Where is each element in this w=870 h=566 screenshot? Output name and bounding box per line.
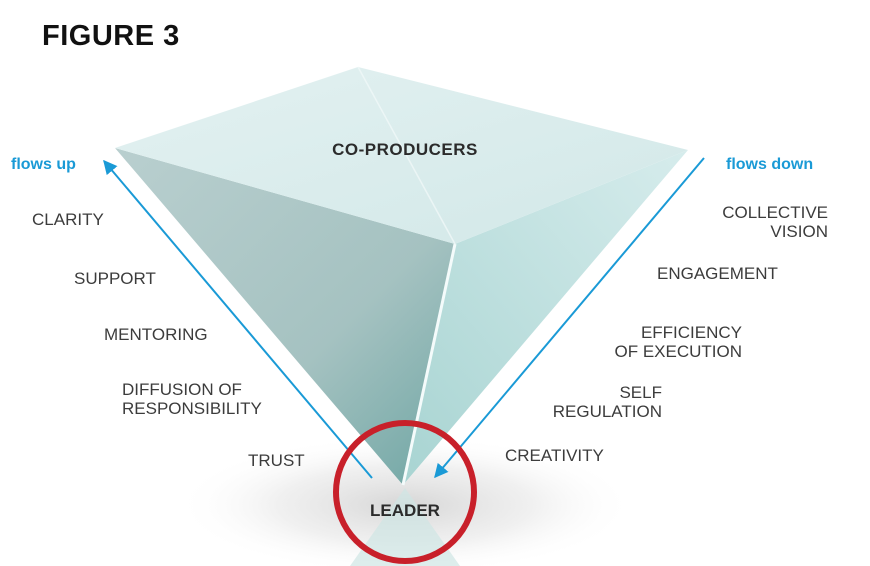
pyramid-left-face [115, 148, 455, 485]
pyramid-top-ridge [357, 66, 456, 245]
right-item-engagement: ENGAGEMENT [657, 264, 778, 283]
left-item-clarity: CLARITY [32, 210, 104, 229]
pyramid-right-face [403, 150, 688, 485]
pyramid-top-face [115, 67, 688, 244]
figure-title: FIGURE 3 [42, 20, 180, 52]
right-item-collective-vision: COLLECTIVE VISION [722, 203, 828, 241]
leader-circle [333, 420, 477, 564]
leader-label: LEADER [370, 501, 440, 520]
left-item-diffusion-of-responsibility: DIFFUSION OF RESPONSIBILITY [122, 380, 262, 418]
right-item-efficiency-of-execution: EFFICIENCY OF EXECUTION [614, 323, 742, 361]
flows-down-label: flows down [726, 156, 814, 173]
flows-down-arrow [434, 157, 705, 479]
right-item-self-regulation: SELF REGULATION [552, 383, 662, 421]
left-item-mentoring: MENTORING [104, 325, 208, 344]
left-item-trust: TRUST [248, 451, 305, 470]
flows-up-arrow [103, 159, 373, 479]
pyramid-reflection [350, 488, 460, 566]
right-item-creativity: CREATIVITY [505, 446, 604, 465]
left-item-support: SUPPORT [74, 269, 156, 288]
co-producers-label: CO-PRODUCERS [332, 140, 478, 159]
flows-up-label: flows up [11, 156, 76, 173]
pyramid-front-edge [401, 243, 457, 486]
